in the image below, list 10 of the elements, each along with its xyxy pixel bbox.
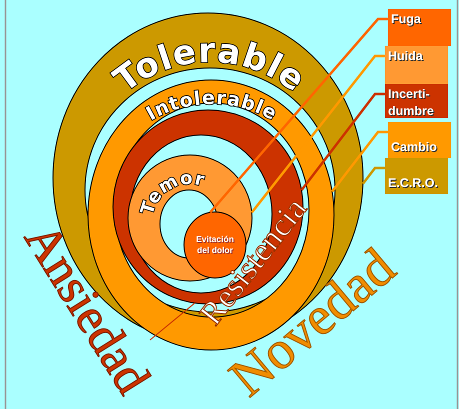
category-tag: Fuga <box>388 9 451 46</box>
leader-line <box>331 130 388 192</box>
leader-line <box>250 54 385 214</box>
category-tag: Huida <box>385 46 448 84</box>
leader-line <box>362 166 385 185</box>
category-tag: E.C.R.O. <box>385 158 448 194</box>
leader-line <box>300 92 385 191</box>
leader-line <box>209 18 388 214</box>
category-tag: Cambio <box>388 122 451 158</box>
category-tag: Incerti- dumbre <box>385 84 448 118</box>
